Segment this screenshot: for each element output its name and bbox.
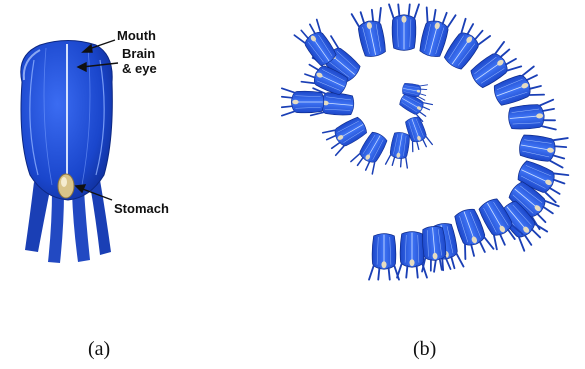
spiral-specimen xyxy=(507,100,555,134)
spiral-specimen xyxy=(282,88,324,115)
annotation-eye: & eye xyxy=(122,62,157,76)
spiral-specimen xyxy=(389,4,419,50)
specimen-large xyxy=(21,41,113,264)
spiral-specimen xyxy=(369,234,399,280)
caption-a: (a) xyxy=(88,338,110,361)
caption-b: (b) xyxy=(413,338,436,361)
annotation-mouth: Mouth xyxy=(117,29,156,43)
spiral-specimen xyxy=(352,8,391,59)
spiral-specimen xyxy=(517,130,567,167)
annotation-brain: Brain xyxy=(122,47,155,61)
annotation-stomach: Stomach xyxy=(114,202,169,216)
spiral-specimen xyxy=(386,131,414,168)
